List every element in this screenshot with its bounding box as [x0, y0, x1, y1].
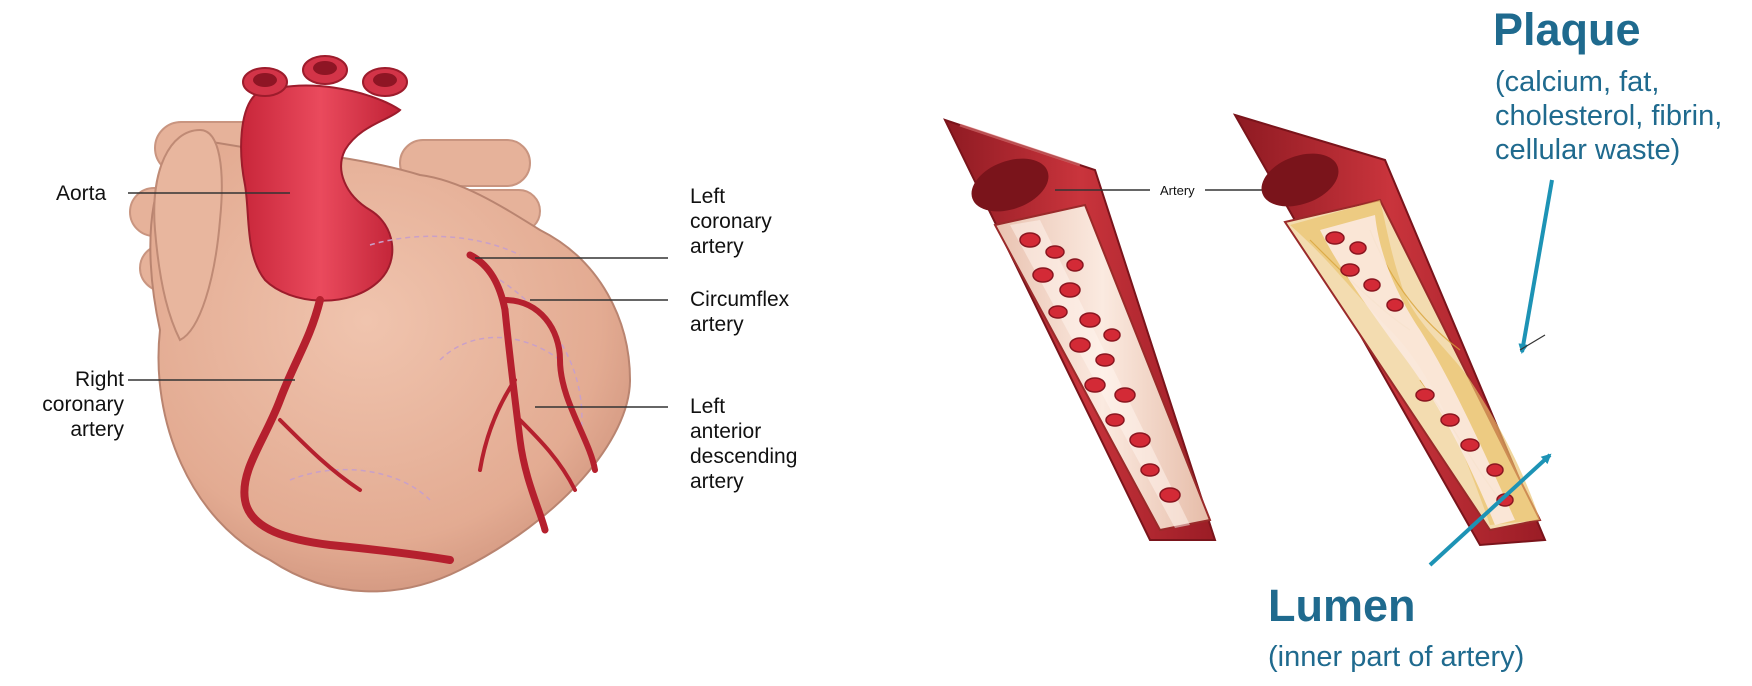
left-coronary-line1: Left	[690, 184, 772, 209]
lad-line4: artery	[690, 469, 797, 494]
lumen-description: (inner part of artery)	[1268, 640, 1524, 674]
left-coronary-line2: coronary	[690, 209, 772, 234]
plaque-desc-line1: (calcium, fat,	[1495, 65, 1722, 99]
plaque-title: Plaque	[1493, 4, 1641, 56]
left-coronary-line3: artery	[690, 234, 772, 259]
lad-line2: anterior	[690, 419, 797, 444]
lad-label: Left anterior descending artery	[690, 394, 797, 494]
aorta-label: Aorta	[56, 181, 106, 206]
plaque-artery	[1235, 115, 1545, 545]
lad-line1: Left	[690, 394, 797, 419]
plaque-desc-line2: cholesterol, fibrin,	[1495, 99, 1722, 133]
plaque-desc-line3: cellular waste)	[1495, 133, 1722, 167]
circumflex-label: Circumflex artery	[690, 287, 789, 337]
artery-label: Artery	[1160, 183, 1195, 198]
heart-illustration	[130, 56, 630, 591]
circumflex-line2: artery	[690, 312, 789, 337]
plaque-description: (calcium, fat, cholesterol, fibrin, cell…	[1495, 65, 1722, 167]
lumen-title: Lumen	[1268, 580, 1416, 632]
left-coronary-label: Left coronary artery	[690, 184, 772, 259]
right-coronary-line3: artery	[10, 417, 124, 442]
plaque-pointer	[1522, 180, 1552, 352]
circumflex-line1: Circumflex	[690, 287, 789, 312]
right-coronary-line2: coronary	[10, 392, 124, 417]
right-coronary-label: Right coronary artery	[10, 367, 124, 442]
right-coronary-line1: Right	[10, 367, 124, 392]
lad-line3: descending	[690, 444, 797, 469]
